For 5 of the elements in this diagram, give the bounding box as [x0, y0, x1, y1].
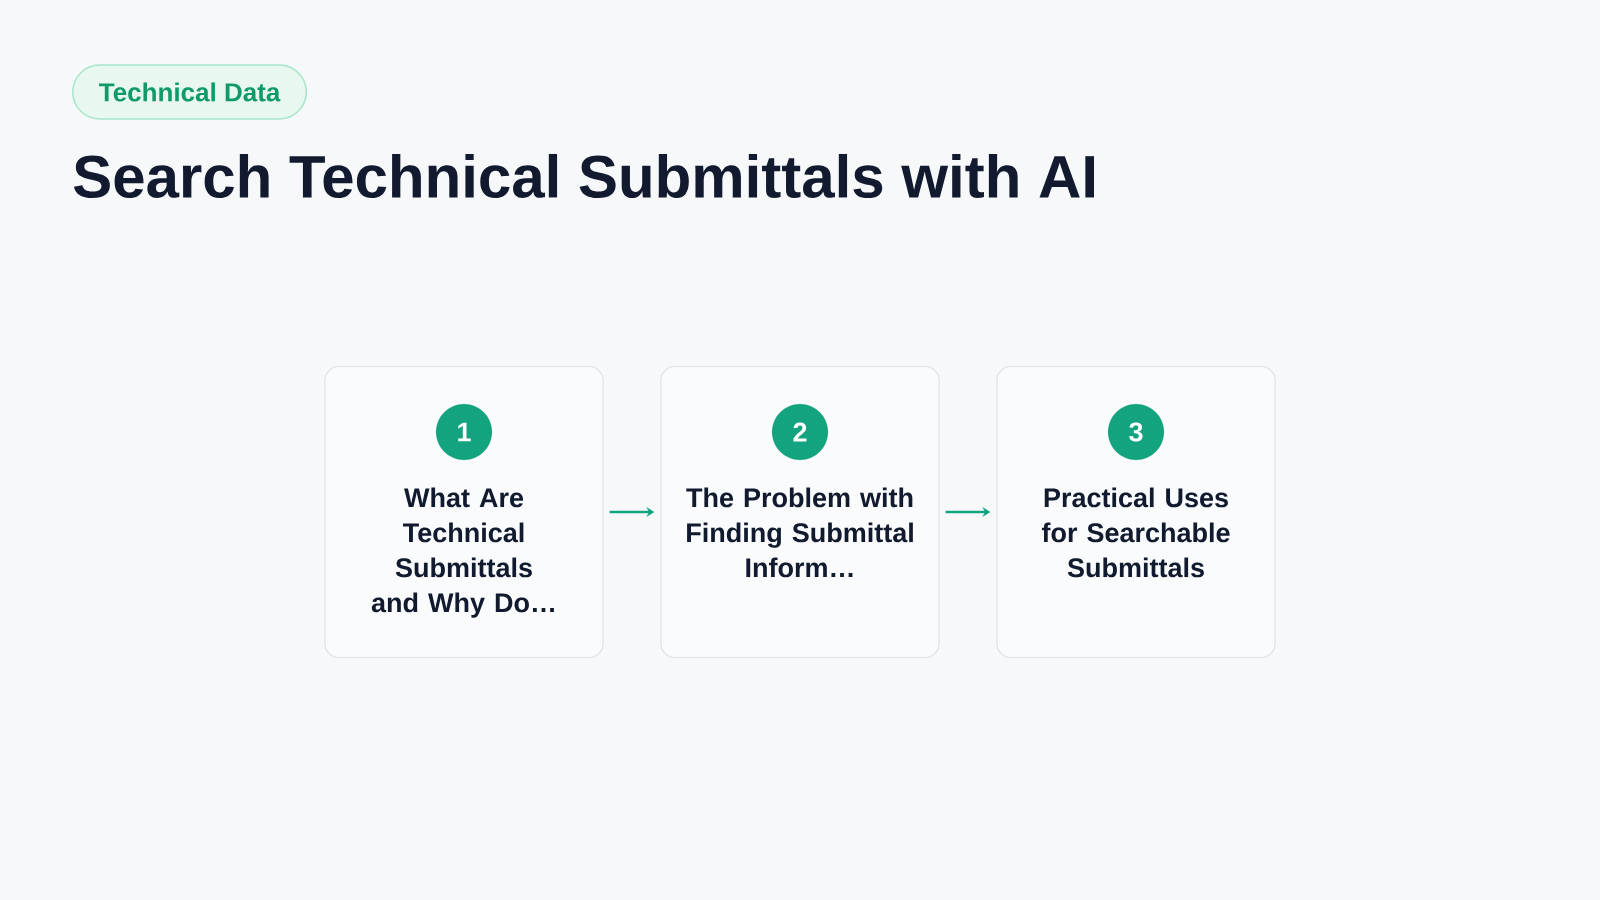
step-number: 1 — [436, 404, 492, 460]
page-title: Search Technical Submittals with AI — [73, 153, 1094, 199]
category-pill: Technical Data — [72, 64, 308, 120]
step-number: 2 — [772, 404, 828, 460]
step-number: 3 — [1108, 404, 1164, 460]
